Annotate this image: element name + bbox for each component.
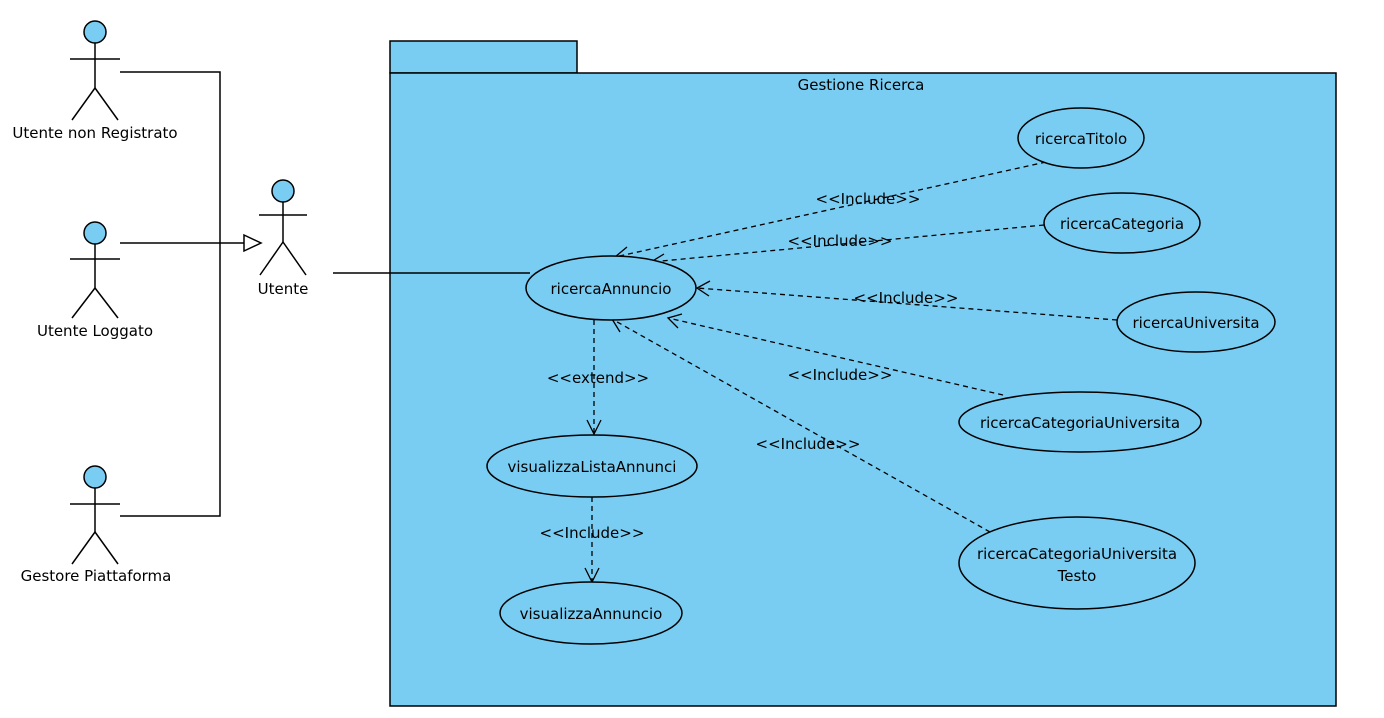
use-case-ellipse (958, 391, 1202, 453)
use-case-label: visualizzaAnnuncio (520, 605, 663, 623)
arrowhead (586, 419, 602, 436)
use-case-label: visualizzaListaAnnunci (508, 458, 677, 476)
use-case-ellipse (958, 516, 1196, 610)
actor-utente[interactable]: Utente (258, 179, 309, 298)
include-label-universita: <<Include>> (854, 289, 959, 307)
actor-head (83, 221, 107, 245)
dependencies: <<Include>> <<Include>> <<Include>> <<In… (540, 161, 1118, 584)
use-case-ricerca-universita[interactable]: ricercaUniversita (1116, 291, 1276, 353)
use-case-ellipse (486, 434, 698, 498)
actor-label: Utente Loggato (37, 322, 153, 340)
use-case-ellipse (1116, 291, 1276, 353)
use-case-visualizza-annuncio[interactable]: visualizzaAnnuncio (499, 581, 683, 645)
include-label-categoria-universita: <<Include>> (788, 366, 893, 384)
use-case-ricerca-categoria-universita-testo[interactable]: ricercaCategoriaUniversita Testo (958, 516, 1196, 610)
actor-utente-non-registrato[interactable]: Utente non Registrato (12, 20, 178, 142)
actor-gestore-piattaforma[interactable]: Gestore Piattaforma (21, 465, 172, 585)
include-label-titolo: <<Include>> (816, 190, 921, 208)
actor-utente-loggato[interactable]: Utente Loggato (37, 221, 153, 340)
extend-label-lista: <<extend>> (547, 369, 649, 387)
generalization-bus (120, 71, 221, 517)
arrowhead (666, 313, 683, 329)
include-line-titolo (614, 161, 1047, 258)
use-case-ricerca-categoria-universita[interactable]: ricercaCategoriaUniversita (958, 391, 1202, 453)
package-tab (389, 40, 578, 74)
use-case-label: ricercaTitolo (1035, 130, 1127, 148)
use-case-label: ricercaCategoria (1060, 215, 1184, 233)
include-label-categoria: <<Include>> (788, 232, 893, 250)
use-case-visualizza-lista-annunci[interactable]: visualizzaListaAnnunci (486, 434, 698, 498)
arrowhead (695, 280, 711, 297)
include-line-categoria-universita-testo (611, 318, 991, 533)
use-case-ricerca-annuncio[interactable]: ricercaAnnuncio (525, 255, 697, 321)
use-case-ricerca-titolo[interactable]: ricercaTitolo (1017, 107, 1145, 169)
include-line-categoria (650, 224, 1045, 263)
use-case-ellipse (1017, 107, 1145, 169)
use-case-ellipse (1043, 192, 1201, 254)
actor-associations (120, 71, 530, 517)
actor-label: Utente non Registrato (12, 124, 177, 142)
actor-label: Utente (258, 280, 309, 298)
generalization-arrow (243, 233, 263, 253)
use-case-label: ricercaUniversita (1132, 314, 1259, 332)
use-case-ellipse (525, 255, 697, 321)
actor-head (83, 465, 107, 489)
use-case-ricerca-categoria[interactable]: ricercaCategoria (1043, 192, 1201, 254)
include-label-categoria-universita-testo: <<Include>> (756, 435, 861, 453)
use-case-label: ricercaAnnuncio (551, 280, 672, 298)
use-case-label-line1: ricercaCategoriaUniversita (977, 545, 1177, 563)
include-label-annuncio: <<Include>> (540, 524, 645, 542)
use-case-ellipse (499, 581, 683, 645)
include-line-categoria-universita (667, 317, 1004, 396)
use-case-label: ricercaCategoriaUniversita (980, 414, 1180, 432)
actor-head (83, 20, 107, 44)
include-line-universita (696, 287, 1118, 321)
package-title: Gestione Ricerca (798, 76, 925, 94)
actor-head (271, 179, 295, 203)
use-case-label-line2: Testo (1057, 567, 1097, 585)
actor-label: Gestore Piattaforma (21, 567, 172, 585)
